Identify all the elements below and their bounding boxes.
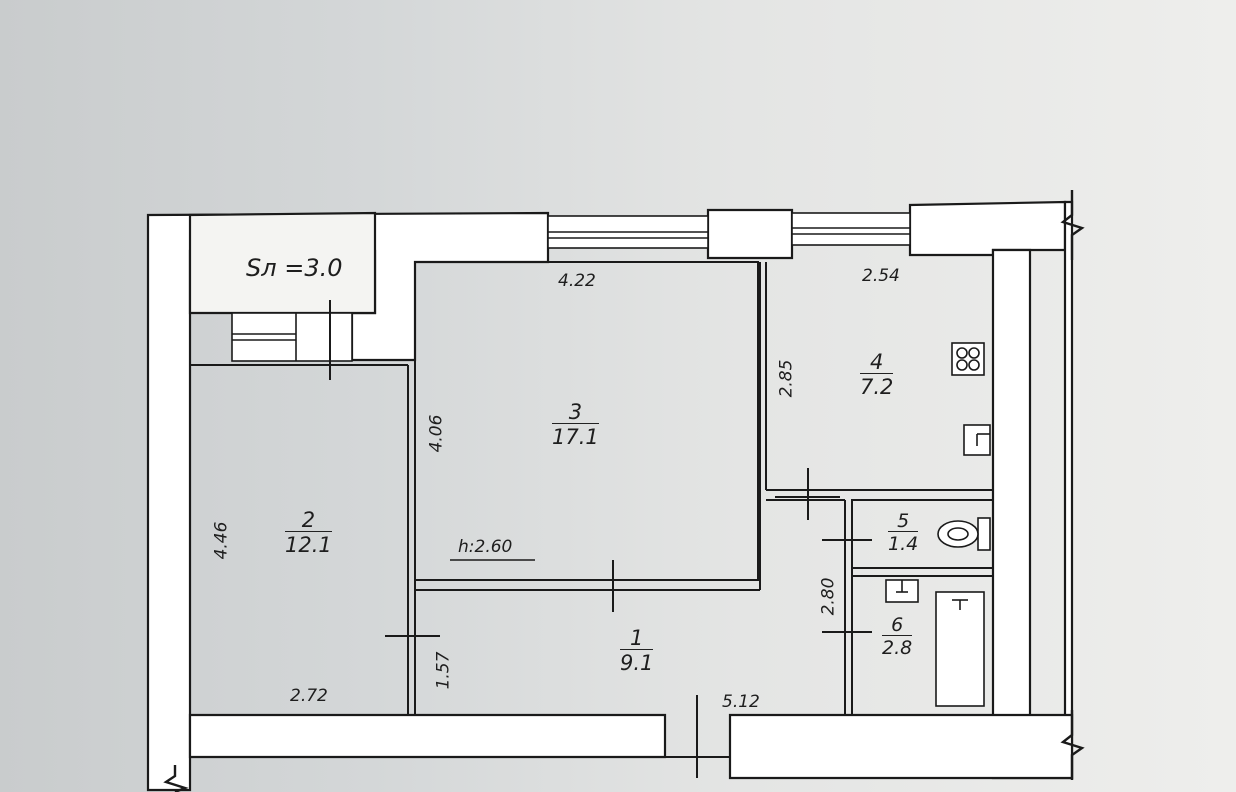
room-1-label: 1 9.1 bbox=[620, 626, 654, 675]
room-4-label: 4 7.2 bbox=[860, 350, 894, 399]
break-mark-top bbox=[1060, 190, 1085, 260]
room-3-label: 3 17.1 bbox=[552, 402, 599, 448]
room-number: 6 bbox=[891, 614, 904, 636]
room-area: 9.1 bbox=[620, 649, 654, 675]
dim-room3-width: 4.22 bbox=[558, 271, 596, 291]
room-5-outline bbox=[851, 499, 994, 569]
room-area: 2.8 bbox=[882, 635, 913, 659]
room-number: 1 bbox=[630, 626, 644, 650]
wall-top-right bbox=[908, 200, 1067, 257]
wall-right bbox=[991, 200, 1074, 780]
room-area: 7.2 bbox=[860, 373, 894, 399]
dim-room4-height: 2.85 bbox=[776, 359, 797, 398]
window-room4 bbox=[791, 212, 911, 246]
room-number: 4 bbox=[870, 350, 884, 374]
dim-room2-height: 4.46 bbox=[211, 521, 232, 560]
dim-room1-height: 1.57 bbox=[433, 651, 454, 690]
toilet-icon bbox=[937, 517, 991, 551]
window-balcony bbox=[231, 312, 353, 362]
bathroom-sink-icon bbox=[885, 579, 919, 603]
kitchen-sink-icon bbox=[963, 424, 991, 456]
wall-bottom-right bbox=[728, 713, 1074, 780]
room-3-outline bbox=[414, 261, 759, 581]
balcony-area-label: Sл =3.0 bbox=[246, 254, 343, 282]
dim-bath-height: 2.80 bbox=[818, 577, 839, 616]
wall-top-mid bbox=[706, 208, 794, 260]
wall-bottom-left bbox=[188, 713, 667, 759]
break-mark-left bbox=[163, 765, 189, 792]
break-mark-bottom bbox=[1060, 710, 1085, 780]
room-area: 12.1 bbox=[285, 531, 332, 557]
room-number: 3 bbox=[568, 400, 583, 424]
room-6-label: 6 2.8 bbox=[882, 614, 913, 659]
room-2-label: 2 12.1 bbox=[285, 510, 332, 556]
stove-icon bbox=[951, 342, 985, 376]
dim-room4-width: 2.54 bbox=[862, 266, 900, 286]
dim-room3-height: 4.06 bbox=[426, 414, 447, 453]
ceiling-height-label: h:2.60 bbox=[458, 537, 513, 557]
room-area: 1.4 bbox=[888, 531, 919, 555]
dim-room2-width: 2.72 bbox=[290, 686, 328, 706]
room-number: 5 bbox=[897, 510, 910, 532]
room-area: 17.1 bbox=[552, 423, 599, 449]
room-5-label: 5 1.4 bbox=[888, 510, 919, 555]
wall-balcony-top bbox=[188, 211, 377, 315]
bathtub-icon bbox=[935, 591, 985, 707]
room-number: 2 bbox=[301, 508, 316, 532]
room-6-outline bbox=[851, 575, 994, 716]
dim-room1-width: 5.12 bbox=[722, 692, 760, 712]
